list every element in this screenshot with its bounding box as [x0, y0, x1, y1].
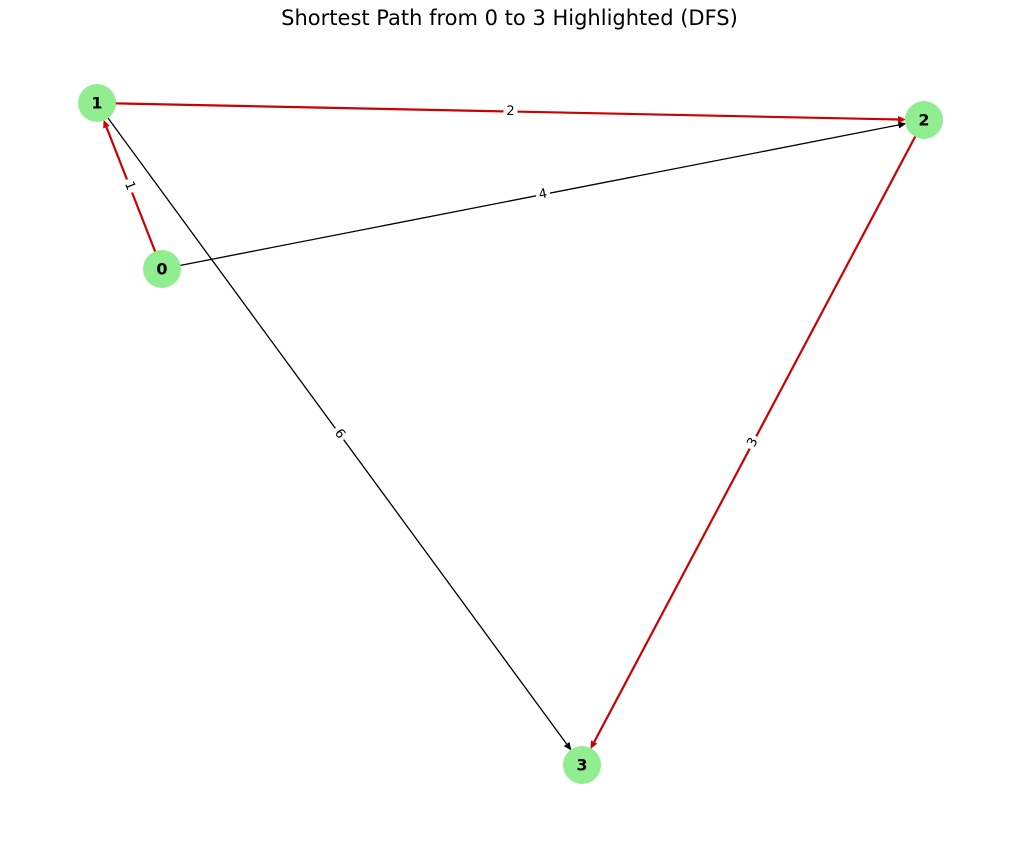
edges-layer — [103, 102, 918, 751]
nodes-layer: 0 1 2 3 — [78, 84, 943, 784]
node-label: 3 — [576, 756, 587, 775]
node-circle — [78, 84, 116, 122]
node-label: 0 — [156, 260, 167, 279]
node-circle — [143, 250, 181, 288]
edge-label-background — [119, 176, 140, 196]
arrowhead-icon — [563, 741, 572, 751]
edge-label-background — [503, 103, 518, 120]
node-1: 1 — [78, 84, 116, 122]
edge-weight-2-3: 3 — [742, 432, 764, 453]
node-circle — [563, 746, 601, 784]
node-circle — [905, 101, 943, 139]
edge-weight-label: 2 — [506, 104, 515, 119]
node-label: 2 — [918, 111, 929, 130]
node-3: 3 — [563, 746, 601, 784]
arrowhead-icon — [590, 740, 598, 750]
edge-weight-1-2: 2 — [503, 103, 518, 120]
edge-labels-layer: 1 4 2 6 3 — [119, 103, 764, 453]
arrowhead-icon — [897, 115, 907, 123]
figure-title: Shortest Path from 0 to 3 Highlighted (D… — [281, 6, 738, 30]
edge-weight-1-3: 6 — [328, 423, 351, 445]
arrowhead-icon — [897, 121, 907, 129]
edge-label-background — [328, 423, 351, 445]
node-0: 0 — [143, 250, 181, 288]
arrowhead-icon — [103, 119, 110, 129]
node-2: 2 — [905, 101, 943, 139]
edge-weight-0-2: 4 — [534, 185, 552, 204]
edge-label-background — [534, 185, 552, 204]
edge-weight-0-1: 1 — [119, 176, 140, 196]
edge-weight-label: 4 — [537, 186, 548, 202]
edge-label-background — [742, 432, 764, 453]
node-label: 1 — [91, 94, 102, 113]
